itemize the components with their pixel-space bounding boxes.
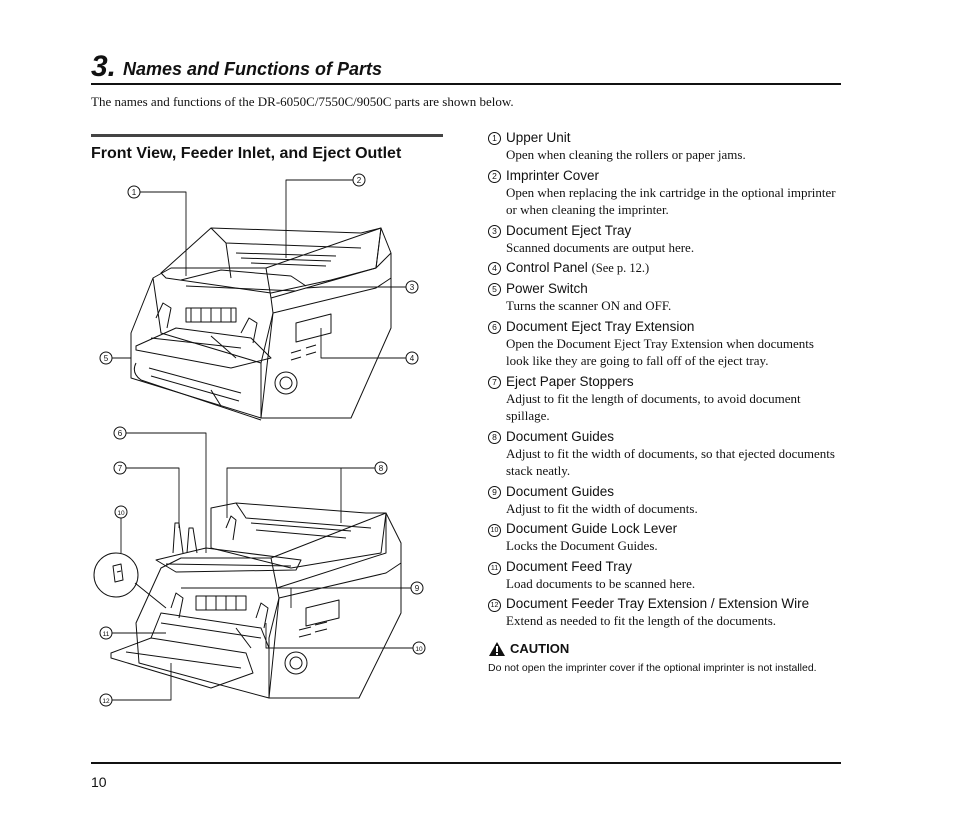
part-name: Document Guides — [506, 483, 615, 499]
part-description: Adjust to fit the width of documents, so… — [506, 445, 835, 479]
part-item-2: 2 Imprinter Cover Open when replacing the… — [488, 167, 848, 219]
footer-rule — [91, 762, 841, 764]
part-number: 8 — [488, 430, 501, 444]
caution-label: CAUTION — [510, 640, 570, 656]
part-item-6: 6 Document Eject Tray Extension Open the … — [488, 318, 848, 370]
warning-triangle-icon — [489, 641, 505, 656]
callout-label: 8 — [379, 464, 384, 473]
caution-box: CAUTION Do not open the imprinter cover … — [488, 640, 848, 675]
callout-label: 1 — [132, 188, 137, 197]
callout-11 — [99, 626, 113, 640]
callout-label: 12 — [102, 698, 110, 705]
part-description: Scanned documents are output here. — [506, 239, 695, 255]
intro-text: The names and functions of the DR-6050C/… — [91, 94, 514, 109]
part-name: Upper Unit — [506, 130, 571, 145]
section-header: Front View, Feeder Inlet, and Eject Outl… — [91, 134, 443, 164]
part-name: Imprinter Cover — [506, 167, 600, 183]
caution-text: Do not open the imprinter cover if the o… — [488, 661, 817, 674]
part-name: Control Panel — [506, 260, 588, 275]
scanner-illustration: 1 2 3 4 5 6 7 8 9 10 11 10 12 — [93, 173, 426, 707]
part-item-10: 10 Document Guide Lock Lever Locks the Do… — [488, 520, 848, 555]
part-number: 2 — [488, 169, 501, 183]
part-item-4: 4 Control Panel (See p. 12.) — [488, 259, 848, 277]
callout-10-left — [114, 505, 128, 519]
part-name: Document Eject Tray Extension — [506, 318, 695, 334]
callout-12 — [99, 693, 113, 707]
part-number: 5 — [488, 283, 501, 296]
callout-label: 10 — [117, 510, 125, 517]
callout-5 — [99, 351, 113, 365]
callout-8 — [374, 461, 388, 475]
part-item-5: 5 Power Switch Turns the scanner ON and O… — [488, 280, 848, 315]
part-description: Adjust to fit the length of documents, t… — [506, 390, 801, 424]
part-description: Adjust to fit the width of documents. — [506, 500, 698, 516]
callout-label: 5 — [104, 354, 109, 363]
callout-1 — [127, 185, 141, 199]
part-number: 1 — [488, 132, 501, 145]
part-name: Document Feeder Tray Extension / Extensi… — [506, 596, 810, 611]
part-number: 4 — [488, 262, 501, 275]
part-name: Document Guide Lock Lever — [506, 521, 678, 536]
section-title: Front View, Feeder Inlet, and Eject Outl… — [91, 145, 402, 162]
callout-label: 9 — [415, 584, 420, 593]
callout-label: 11 — [103, 631, 110, 638]
callout-9 — [410, 581, 424, 595]
callout-6 — [113, 426, 127, 440]
part-item-3: 3 Document Eject Tray Scanned documents a… — [488, 222, 848, 257]
callout-label: 7 — [118, 464, 123, 473]
part-number: 7 — [488, 375, 501, 389]
callout-label: 6 — [118, 429, 123, 438]
part-name: Document Eject Tray — [506, 222, 632, 238]
callout-label: 3 — [410, 283, 415, 292]
part-description: Open when cleaning the rollers or paper … — [506, 147, 746, 162]
scanner-top-view — [130, 227, 392, 421]
chapter-title: Names and Functions of Parts — [123, 59, 383, 79]
chapter-header: 3. Names and Functions of Parts — [91, 50, 841, 85]
part-number: 3 — [488, 224, 501, 238]
part-description: Turns the scanner ON and OFF. — [506, 298, 672, 313]
callout-2 — [352, 173, 366, 187]
callout-10-right — [412, 641, 426, 655]
part-name: Power Switch — [506, 281, 588, 296]
part-description: Load documents to be scanned here. — [506, 575, 696, 591]
callout-leaders — [112, 179, 413, 701]
callout-7 — [113, 461, 127, 475]
part-description: Extend as needed to fit the length of th… — [506, 613, 777, 628]
scanner-bottom-view — [93, 502, 402, 699]
part-item-11: 11 Document Feed Tray Load documents to b… — [488, 558, 848, 593]
callout-4 — [405, 351, 419, 365]
part-item-1: 1 Upper Unit Open when cleaning the rolle… — [488, 129, 848, 164]
part-number: 6 — [488, 320, 501, 334]
callout-label: 2 — [357, 176, 362, 185]
part-description: Open when replacing the ink cartridge in… — [506, 184, 836, 218]
part-item-7: 7 Eject Paper Stoppers Adjust to fit the … — [488, 373, 848, 425]
part-number: 9 — [488, 485, 501, 499]
part-name: Document Guides — [506, 428, 615, 444]
part-description: Open the Document Eject Tray Extension w… — [506, 335, 814, 369]
part-number: 11 — [488, 561, 501, 575]
part-description: Locks the Document Guides. — [506, 538, 658, 553]
part-item-9: 9 Document Guides Adjust to fit the width… — [488, 483, 848, 518]
part-number: 12 — [488, 599, 501, 612]
figure-callouts — [99, 173, 426, 707]
callout-label: 4 — [410, 354, 415, 363]
part-name: Eject Paper Stoppers — [506, 373, 634, 389]
part-name: Document Feed Tray — [506, 558, 633, 574]
page-reference-link[interactable]: (See p. 12.) — [591, 261, 650, 275]
callout-label: 10 — [415, 646, 423, 653]
parts-list: 1 Upper Unit Open when cleaning the rolle… — [488, 129, 848, 675]
callout-3 — [405, 280, 419, 294]
part-item-8: 8 Document Guides Adjust to fit the width… — [488, 428, 848, 480]
page-number: 10 — [91, 774, 107, 790]
chapter-number: 3. — [91, 50, 117, 83]
part-number: 10 — [488, 524, 501, 537]
part-item-12: 12 Document Feeder Tray Extension / Exten… — [488, 595, 848, 630]
